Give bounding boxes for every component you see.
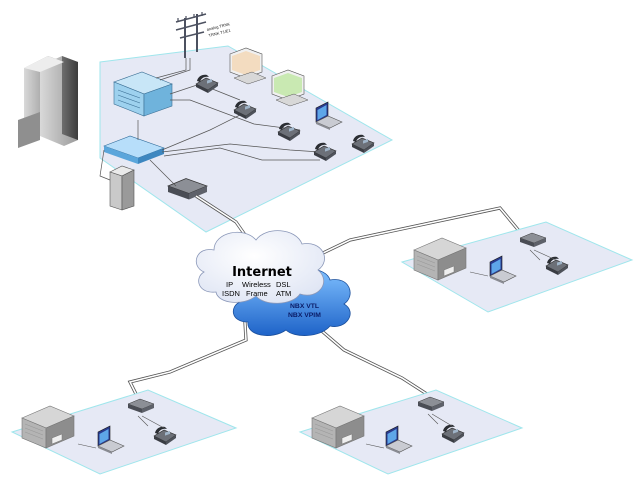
- pole-label-2: TRNK T1/E1: [208, 27, 232, 38]
- cloud-label-frame: Frame: [246, 289, 268, 298]
- office-building-icon: [18, 56, 78, 148]
- cloud-label-atm: ATM: [276, 289, 291, 298]
- cloud-label-dsl: DSL: [276, 280, 291, 289]
- telephone-pole-icon: analog TRNK TRNK T1/E1: [175, 12, 232, 58]
- cloud-label-nbx-vpim: NBX VPIM: [288, 312, 321, 319]
- pbx-chassis-icon: [113, 71, 173, 117]
- remote-site-bottom-right: [298, 389, 524, 475]
- hq-cabling: [99, 58, 321, 187]
- cloud-white-shape: [195, 230, 325, 304]
- cloud-label-ip: IP: [226, 280, 233, 289]
- internet-cloud: Internet IP Wireless DSL ISDN Frame ATM …: [195, 230, 351, 336]
- pole-label-1: analog TRNK: [206, 21, 231, 32]
- cloud-label-wireless: Wireless: [242, 280, 271, 289]
- cloud-title: Internet: [232, 265, 292, 280]
- desktop-pc-2-icon: [271, 69, 309, 107]
- remote-site-bottom-left: [10, 389, 238, 475]
- tower-server-icon: [109, 165, 135, 211]
- remote-site-right: [400, 221, 634, 313]
- lan-switch-icon: [103, 135, 165, 164]
- cloud-label-nbx-vtl: NBX VTL: [290, 303, 319, 310]
- desktop-pc-1-icon: [229, 47, 267, 85]
- hq-site: analog TRNK TRNK T1/E1: [18, 12, 394, 233]
- cloud-label-isdn: ISDN: [222, 289, 240, 298]
